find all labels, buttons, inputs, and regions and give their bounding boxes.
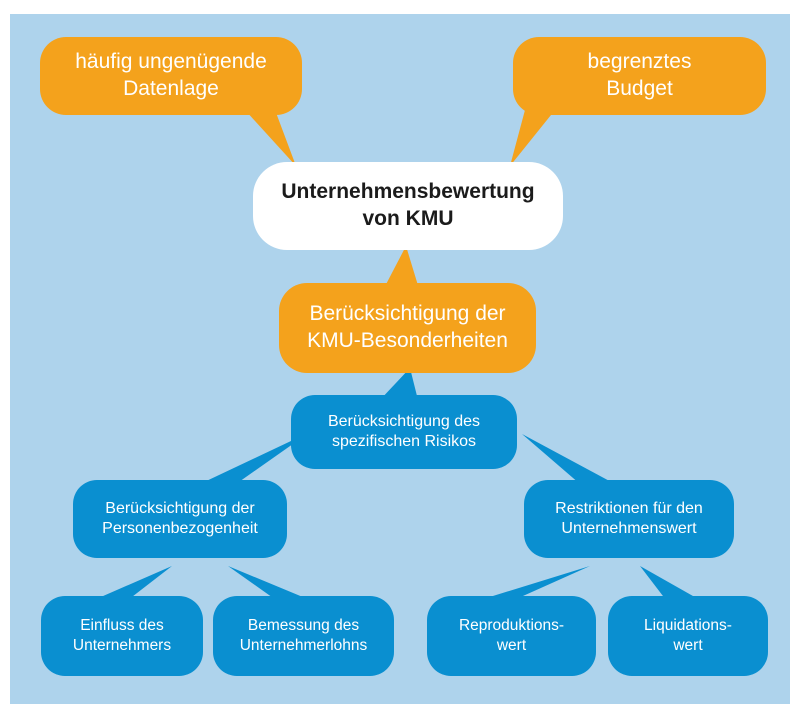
risiko-line1: Berücksichtigung des [327, 412, 481, 430]
bemessung-line2: Unternehmerlohns [239, 637, 368, 654]
einfluss-line2: Unternehmers [72, 637, 172, 654]
besonderheiten-line2: KMU-Besonderheiten [307, 329, 508, 352]
bubble-budget: begrenztes Budget [513, 37, 766, 115]
reproduktion-line1: Reproduktions- [458, 617, 565, 635]
bubble-personenbezogenheit: Berücksichtigung der Personenbezogenheit [73, 480, 287, 558]
budget-line1: begrenztes [587, 50, 692, 74]
reproduktion-line2: wert [496, 637, 527, 654]
einfluss-line1: Einfluss des [80, 617, 164, 635]
bubble-einfluss: Einfluss des Unternehmers [41, 596, 203, 676]
risiko-line2: spezifischen Risikos [331, 433, 477, 450]
bubble-datenlage: häufig ungenügende Datenlage [40, 37, 302, 115]
personen-line2: Personenbezogenheit [102, 520, 258, 537]
tail-besonderheiten [382, 246, 420, 292]
center-line2: von KMU [362, 207, 454, 230]
restriktionen-line2: Unternehmenswert [561, 520, 697, 537]
bubble-bemessung: Bemessung des Unternehmerlohns [213, 596, 394, 676]
besonderheiten-line1: Berücksichtigung der [309, 302, 506, 326]
personen-line1: Berücksichtigung der [105, 499, 255, 517]
tail-datenlage [245, 110, 296, 166]
tail-risiko [380, 368, 418, 400]
center-line1: Unternehmensbewertung [281, 180, 535, 204]
restriktionen-line1: Restriktionen für den [555, 499, 703, 517]
tail-restriktionen [522, 434, 615, 484]
center-node: Unternehmensbewertung von KMU [253, 162, 563, 250]
liquidation-line2: wert [673, 637, 703, 654]
bubble-besonderheiten: Berücksichtigung der KMU-Besonderheiten [279, 283, 536, 373]
tail-bemessung [228, 566, 310, 600]
bubble-risiko: Berücksichtigung des spezifischen Risiko… [291, 395, 517, 469]
bubble-reproduktionswert: Reproduktions- wert [427, 596, 596, 676]
bemessung-line1: Bemessung des [247, 617, 360, 635]
tail-liquidation [640, 566, 700, 600]
datenlage-line2: Datenlage [123, 77, 219, 100]
budget-line2: Budget [606, 77, 673, 100]
datenlage-line1: häufig ungenügende [75, 50, 267, 74]
liquidation-line1: Liquidations- [644, 617, 732, 635]
bubble-liquidationswert: Liquidations- wert [608, 596, 768, 676]
bubble-restriktionen: Restriktionen für den Unternehmenswert [524, 480, 734, 558]
tail-budget [510, 110, 555, 166]
tail-reproduktion [480, 566, 590, 600]
tail-personen [200, 432, 310, 484]
tail-einfluss [94, 566, 172, 600]
